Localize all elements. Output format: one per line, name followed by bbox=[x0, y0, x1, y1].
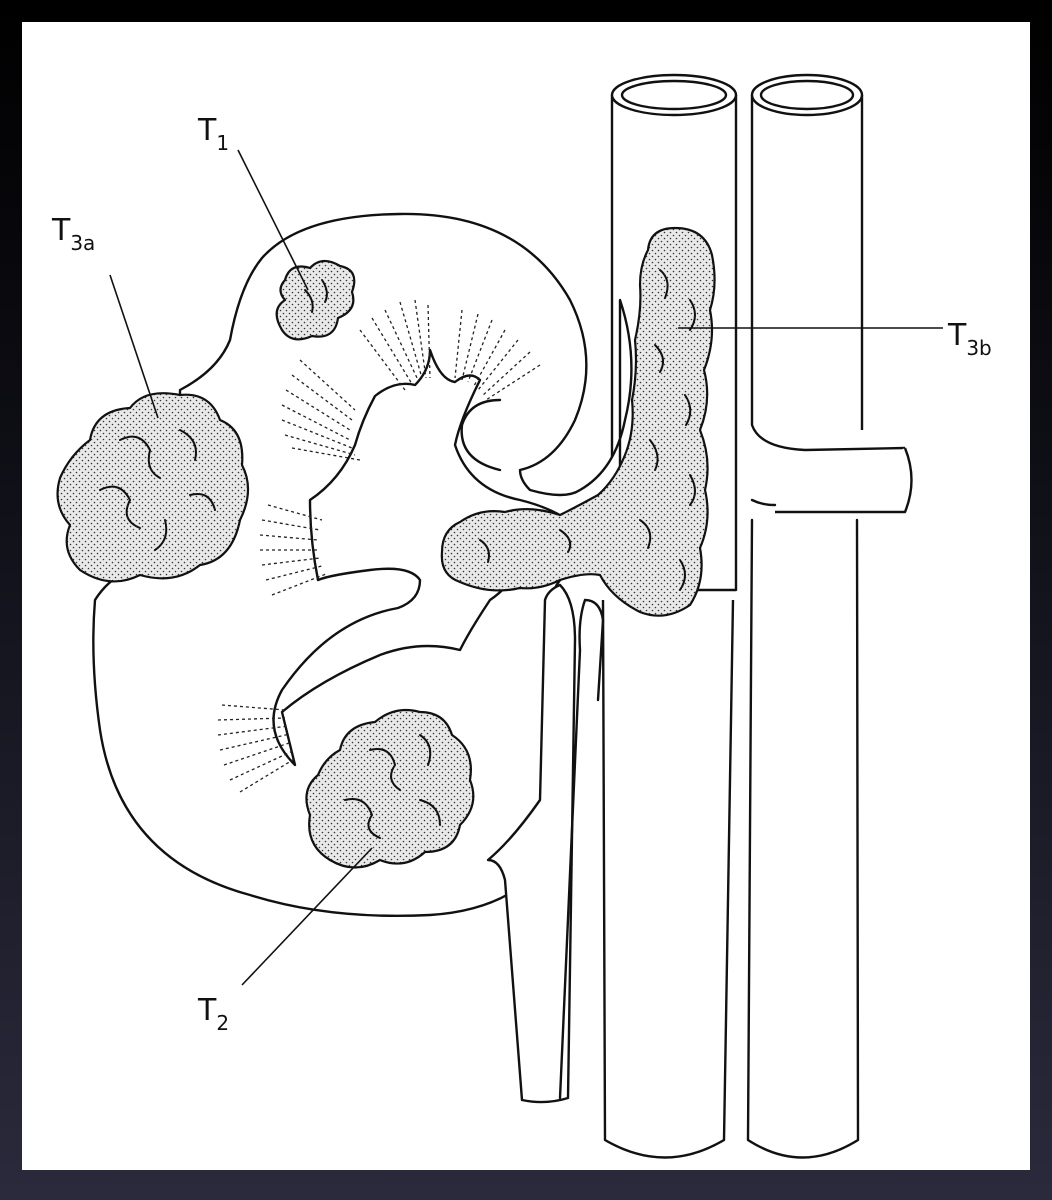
label-t2-sub: 2 bbox=[216, 1011, 229, 1035]
kidney-tumor-staging-diagram: T1 T3a T3b T2 bbox=[22, 22, 1030, 1170]
aorta-branch-edge bbox=[752, 500, 775, 505]
label-t2: T2 bbox=[197, 993, 229, 1035]
aorta-lower bbox=[748, 520, 858, 1158]
leader-t3a bbox=[110, 275, 158, 418]
tumor-t3a bbox=[58, 393, 248, 581]
diagram-canvas: T1 T3a T3b T2 bbox=[22, 22, 1030, 1170]
label-t1: T1 bbox=[197, 113, 229, 155]
aorta bbox=[748, 75, 912, 1158]
label-t1-main: T bbox=[197, 113, 217, 148]
aorta-upper bbox=[752, 95, 905, 450]
renal-artery bbox=[775, 448, 912, 512]
label-t2-main: T bbox=[197, 993, 217, 1028]
label-t1-sub: 1 bbox=[216, 131, 229, 155]
vena-cava-lower bbox=[603, 600, 733, 1158]
label-t3b-sub: 3b bbox=[966, 336, 991, 360]
label-t3b-main: T bbox=[947, 318, 967, 353]
label-t3b: T3b bbox=[947, 318, 992, 360]
label-t3a-main: T bbox=[51, 213, 71, 248]
tumor-t3a-mass bbox=[58, 393, 248, 581]
label-t3a-sub: 3a bbox=[70, 231, 95, 255]
label-t3a: T3a bbox=[51, 213, 95, 255]
